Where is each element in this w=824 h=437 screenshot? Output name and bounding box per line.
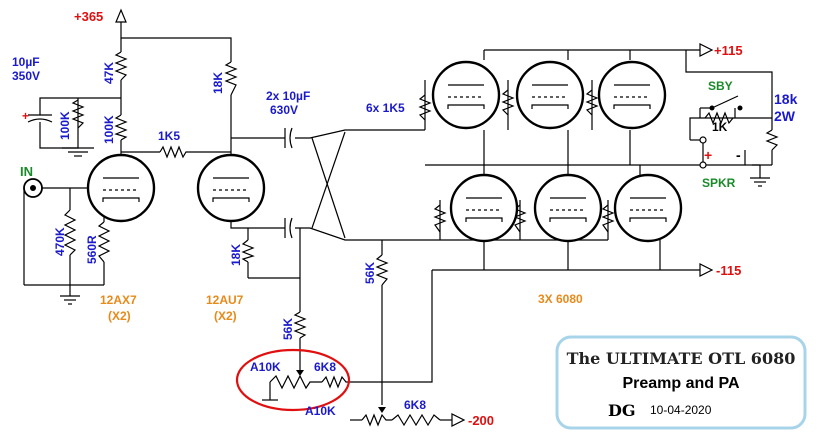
resistor-18k-plate xyxy=(224,61,238,96)
label-cap-input-value: 10µF xyxy=(12,55,40,69)
tube-output-bottom-1 xyxy=(449,173,519,243)
tube-output-bottom-3 xyxy=(613,173,683,243)
tubes xyxy=(86,60,683,243)
label-minus-115: -115 xyxy=(716,263,741,278)
label-r-560r: 560R xyxy=(85,235,99,264)
label-preamp-qty: (X2) xyxy=(108,309,131,323)
resistor-6k8-bottom xyxy=(391,413,441,427)
resistors xyxy=(63,51,779,427)
resistor-1k5 xyxy=(159,145,190,159)
wires xyxy=(23,22,773,421)
label-r-1k5: 1K5 xyxy=(158,129,180,143)
label-r-18k-2w-value: 18k xyxy=(774,91,798,107)
ground-bias xyxy=(62,147,94,157)
resistor-18k-cathode xyxy=(241,239,255,263)
label-cap-coupling-value: 2x 10µF xyxy=(266,89,310,103)
label-cap-coupling-voltage: 630V xyxy=(270,103,298,117)
tube-driver xyxy=(196,153,266,223)
tube-output-top-2 xyxy=(515,60,585,130)
grid-resistor-2 xyxy=(501,89,515,116)
label-r-18k-cathode: 18K xyxy=(229,244,243,266)
resistor-56k-left xyxy=(293,311,307,339)
tube-output-top-3 xyxy=(597,60,667,130)
label-speaker-minus: - xyxy=(736,147,741,163)
design-date: 10-04-2020 xyxy=(650,403,712,417)
label-r-100k-top: 100K xyxy=(58,111,72,140)
author-initials: DG xyxy=(608,401,636,420)
grid-resistor-4 xyxy=(433,204,447,233)
pot-a10k-left xyxy=(269,374,322,390)
arrow-plus-115 xyxy=(699,43,714,57)
label-input: IN xyxy=(20,164,33,179)
supply-arrows xyxy=(115,8,714,427)
subtitle-text: Preamp and PA xyxy=(622,375,740,392)
capacitors xyxy=(27,114,293,239)
label-r-6k8-bottom: 6K8 xyxy=(404,398,426,412)
labels: +365 +115 -115 -200 IN 10µF 350V + 100K … xyxy=(12,9,798,428)
label-driver-type: 12AU7 xyxy=(206,293,244,307)
grid-resistor-3 xyxy=(585,89,599,116)
label-r-47k: 47K xyxy=(102,62,116,84)
label-cap-input-voltage: 350V xyxy=(12,69,40,83)
bias-adjust-highlight xyxy=(235,348,351,412)
resistor-560r xyxy=(97,221,111,263)
title-block: The ULTIMATE OTL 6080 Preamp and PA DG 1… xyxy=(555,335,807,430)
label-pot-a10k-left: A10K xyxy=(250,360,281,374)
ground-input xyxy=(60,295,80,305)
arrow-minus-200 xyxy=(451,413,466,427)
label-preamp-type: 12AX7 xyxy=(100,293,137,307)
label-r-18k-plate: 18K xyxy=(211,72,225,94)
input-jack[interactable] xyxy=(23,178,43,198)
speaker-terminals[interactable] xyxy=(699,136,707,169)
label-r-100k-bias: 100K xyxy=(102,115,116,144)
ground-speaker xyxy=(745,164,770,187)
label-r-18k-2w-rating: 2W xyxy=(774,108,796,124)
label-standby: SBY xyxy=(708,79,733,93)
tube-output-bottom-2 xyxy=(533,173,603,243)
resistor-100k-bias xyxy=(114,114,128,141)
tube-output-top-1 xyxy=(431,60,501,130)
standby-switch[interactable] xyxy=(699,95,743,118)
label-pot-a10k-bottom: A10K xyxy=(305,404,336,418)
label-r-56k-mid: 56K xyxy=(363,262,377,284)
resistor-1k-output xyxy=(704,111,734,125)
label-r-1k-output: 1K xyxy=(712,120,728,134)
label-minus-200: -200 xyxy=(468,413,494,428)
arrow-minus-115 xyxy=(699,263,714,277)
label-r-56k-left: 56K xyxy=(281,318,295,340)
label-speaker: SPKR xyxy=(702,176,736,190)
ground-symbols xyxy=(60,147,770,305)
title-text: The ULTIMATE OTL 6080 xyxy=(567,349,796,368)
tube-preamp xyxy=(86,153,156,223)
grid-resistor-1 xyxy=(418,94,432,121)
label-r-470k: 470K xyxy=(53,227,67,256)
label-r-6k8-left: 6K8 xyxy=(314,360,336,374)
resistor-470k xyxy=(63,209,77,256)
resistor-18k-2w xyxy=(765,129,779,151)
resistor-47k xyxy=(114,51,128,81)
label-cap-polarity: + xyxy=(22,109,29,123)
label-output-type: 3X 6080 xyxy=(538,292,583,306)
label-grid-resistors: 6x 1K5 xyxy=(366,101,405,115)
pot-a10k-bottom xyxy=(361,413,392,427)
grid-resistor-6 xyxy=(601,204,615,233)
arrow-365 xyxy=(115,8,127,23)
resistor-6k8-left xyxy=(321,375,350,389)
label-driver-qty: (X2) xyxy=(214,309,237,323)
label-plus-365: +365 xyxy=(74,9,103,24)
cap-input-plate-b xyxy=(27,118,53,123)
label-speaker-plus: + xyxy=(704,147,712,163)
label-plus-115: +115 xyxy=(714,43,743,58)
resistor-100k-top xyxy=(71,99,85,129)
resistor-56k-mid xyxy=(375,254,389,286)
